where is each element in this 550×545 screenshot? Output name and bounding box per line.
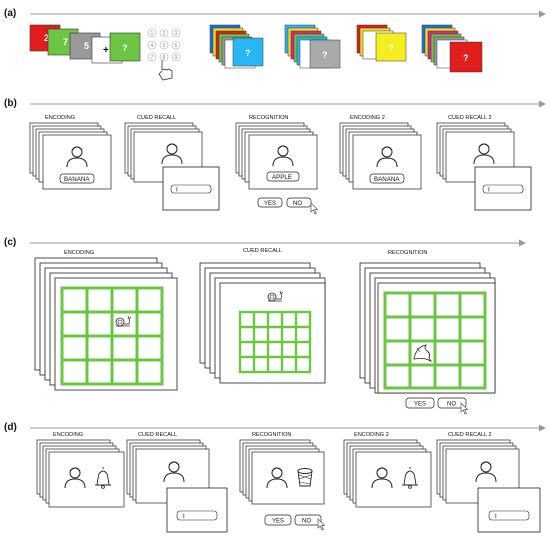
stage-c-recognition: RECOGNITION [388, 250, 427, 256]
keypad: 1 2 3 4 5 6 7 8 9 [147, 28, 181, 62]
stage-c-cued: CUED RECALL [243, 248, 282, 254]
svg-text:1: 1 [151, 31, 154, 37]
word-b-3: BANANA [374, 176, 400, 183]
svg-text:?: ? [245, 48, 251, 58]
stage-d-cued2: CUED RECALL 2 [448, 432, 492, 438]
stage-b-cued2: CUED RECALL 2 [448, 115, 492, 121]
no-button[interactable] [286, 197, 312, 208]
stack-b-recognition [235, 122, 318, 190]
svg-text:?: ? [322, 50, 328, 60]
no-label: NO [302, 519, 311, 525]
word-box [59, 173, 95, 184]
stack-c-recognition [359, 262, 496, 394]
stage-d-recognition: RECOGNITION [252, 432, 291, 438]
stage-d-encoding: ENCODING [53, 432, 83, 438]
word-box [369, 173, 405, 184]
hand-pointer-icon [158, 60, 173, 81]
color-stack-2: ? [284, 24, 341, 69]
yes-label: YES [264, 201, 276, 207]
text-cursor: I [183, 513, 185, 520]
stack-c-encoding [34, 257, 178, 391]
text-cursor: I [488, 187, 490, 194]
yes-button[interactable] [405, 397, 435, 409]
no-button[interactable] [294, 514, 322, 526]
no-label: NO [293, 201, 302, 207]
text-input[interactable] [176, 510, 218, 521]
svg-text:9: 9 [175, 55, 178, 61]
panel-label-c: (c) [4, 237, 16, 248]
panel-label-a: (a) [4, 8, 16, 19]
stack-d-encoding2 [343, 439, 432, 508]
grid-c-encoding [60, 286, 164, 386]
stage-c-encoding: ENCODING [64, 250, 94, 256]
svg-text:8: 8 [163, 55, 166, 61]
stage-b-recognition: RECOGNITION [249, 115, 288, 121]
color-stack-4: ? [421, 24, 483, 73]
stack-d-encoding [36, 439, 125, 508]
svg-text:?: ? [388, 43, 394, 53]
text-input[interactable] [488, 510, 530, 521]
word-b-2: APPLE [272, 174, 292, 181]
stack-b-cued [124, 122, 203, 183]
yes-button[interactable] [264, 514, 292, 526]
word-box [266, 171, 300, 182]
stage-b-cued: CUED RECALL [137, 115, 176, 121]
card-number-3: 5 [84, 41, 89, 51]
svg-text:5: 5 [163, 43, 166, 49]
svg-text:2: 2 [163, 31, 166, 37]
svg-text:?: ? [463, 53, 469, 63]
no-button[interactable] [437, 397, 467, 409]
cursor-icon [310, 202, 318, 215]
yes-label: YES [272, 519, 284, 525]
stage-d-cued: CUED RECALL [138, 432, 177, 438]
stack-d-recognition [239, 439, 325, 505]
yes-label: YES [414, 402, 426, 408]
text-input[interactable] [482, 184, 524, 194]
svg-text:6: 6 [175, 43, 178, 49]
text-cursor: I [176, 187, 178, 194]
stage-b-encoding: ENCODING [45, 115, 75, 121]
card-query [109, 32, 141, 62]
stage-b-encoding2: ENCODING 2 [350, 115, 385, 121]
panel-label-b: (b) [4, 98, 17, 109]
card-query-mark: ? [122, 43, 128, 53]
text-cursor: I [495, 513, 497, 520]
word-b-1: BANANA [64, 176, 90, 183]
stack-c-cued [199, 262, 326, 384]
no-label: NO [447, 402, 456, 408]
response-window [166, 487, 228, 533]
grid-c-cued [238, 310, 312, 374]
grid-c-recognition [383, 291, 487, 390]
color-stack-1: ? [209, 24, 264, 69]
svg-text:3: 3 [175, 31, 178, 37]
response-window [477, 487, 541, 533]
svg-text:4: 4 [151, 43, 154, 49]
svg-text:7: 7 [151, 55, 154, 61]
stage-d-encoding2: ENCODING 2 [354, 432, 389, 438]
panel-label-d: (d) [4, 422, 17, 433]
text-input[interactable] [170, 184, 212, 194]
fixation-cross: + [103, 45, 109, 56]
yes-button[interactable] [257, 197, 283, 208]
card-number-2: 7 [63, 37, 68, 47]
card-number-1: 2 [44, 33, 49, 43]
color-stack-3: ? [356, 24, 407, 62]
